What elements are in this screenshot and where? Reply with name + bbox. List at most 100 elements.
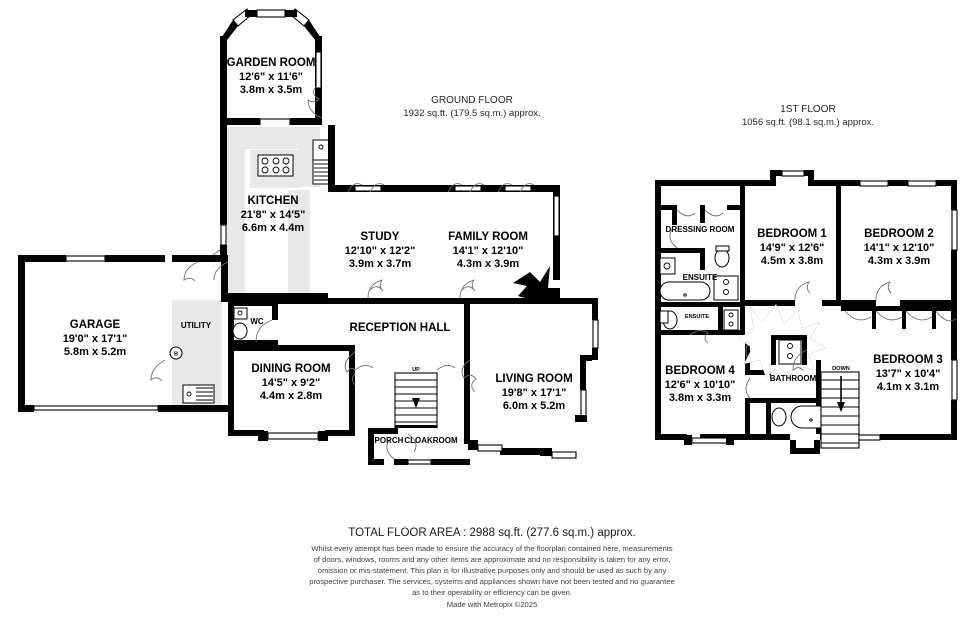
- wall-garden-base-r: [290, 118, 322, 127]
- wall-bed2-bottom-l: [836, 300, 876, 306]
- wall-wc-left: [228, 300, 234, 346]
- bedroom3-dim-metric: 4.1m x 3.1m: [877, 381, 940, 393]
- wall-garage-bottom-l: [18, 405, 34, 412]
- wall-utility-right: [221, 262, 228, 302]
- toilet-icon-wc: [232, 322, 248, 340]
- garage-label: GARAGE: [70, 319, 121, 331]
- wall-dressing-top-r: [727, 205, 745, 210]
- stairs-down-treads: [821, 379, 859, 444]
- wall-kitchen-left-upper: [220, 125, 227, 225]
- wall-ff-top-m: [808, 180, 860, 186]
- disclaimer-line-5: as to their operability or efficiency ca…: [412, 588, 572, 597]
- bathroom-label: BATHROOM: [770, 374, 817, 383]
- wall-porch-bottom-l: [368, 459, 384, 465]
- wall-ff-stairwell-l: [790, 440, 796, 454]
- window-ff-bay-top: [781, 170, 805, 177]
- kitchen-dim-imperial: 21'8" x 14'5": [241, 209, 306, 221]
- washing-machine-dial: [186, 391, 192, 397]
- wall-living-bottom-mid: [500, 448, 540, 455]
- basin-icon-ensuite: [659, 257, 676, 275]
- wall-dressing-div-l: [672, 205, 677, 225]
- window-family-top-r: [504, 185, 532, 192]
- total-floor-area-label: TOTAL FLOOR AREA : 2988 sq.ft. (277.6 sq…: [348, 527, 635, 539]
- window-living-right-2: [580, 389, 587, 419]
- window-reveal-study: [347, 183, 385, 193]
- garage-door: [33, 405, 159, 411]
- shower-icon-bathroom: [778, 339, 802, 365]
- wall-ensuite2-right: [740, 307, 745, 335]
- wall-bed3-wardrobe-2: [902, 311, 906, 329]
- wall-living-top: [464, 298, 598, 304]
- wall-ff-bay-nib-bl: [684, 435, 692, 445]
- bedroom1-dim-metric: 4.5m x 3.8m: [761, 255, 824, 267]
- wall-porch-top: [368, 428, 398, 434]
- ground-floor-title: GROUND FLOOR: [431, 95, 513, 106]
- wall-ff-right-upper: [951, 180, 957, 210]
- wall-dining-top: [228, 345, 355, 351]
- window-study-top: [354, 185, 382, 192]
- bedroom2-dim-metric: 4.3m x 3.9m: [868, 255, 931, 267]
- shower-drain-ensuite: [723, 289, 729, 295]
- garage-dim-imperial: 19'0" x 17'1": [63, 333, 128, 345]
- utility-label: UTILITY: [181, 321, 212, 330]
- wall-ff-bay-nib-l: [770, 170, 782, 176]
- garden-room-floor: [220, 16, 322, 125]
- door-swing-garden: [307, 86, 323, 119]
- door-swing-family: [459, 279, 476, 299]
- wall-garden-ne-angle: [304, 20, 322, 40]
- bedroom2-label: BEDROOM 2: [864, 228, 934, 240]
- room-garage: GARAGE 19'0" x 17'1" 5.8m x 5.2m: [18, 255, 172, 412]
- wall-ff-bay-left: [770, 170, 776, 186]
- wall-garden-top-nib-l: [245, 10, 257, 17]
- wall-ensuite-bottom: [655, 302, 745, 307]
- cistern-ensuite: [715, 245, 730, 252]
- bedroom3-label: BEDROOM 3: [873, 354, 943, 366]
- dining-dim-imperial: 14'5" x 9'2": [262, 377, 320, 389]
- stairs-down-body: [820, 371, 860, 449]
- washing-machine-lines: [196, 387, 213, 401]
- door-swing-ensuite2: [689, 330, 709, 344]
- wall-garage-top-l: [18, 255, 66, 262]
- wall-ff-top-nib: [888, 180, 908, 186]
- wall-ensuite2-bottom: [655, 330, 745, 335]
- hob-burner-2: [272, 157, 280, 165]
- boiler-icon: [169, 346, 183, 360]
- door-swing-porch: [386, 433, 417, 460]
- door-swing-utility-top: [183, 261, 199, 282]
- wall-ff-bay-nib-br: [726, 435, 734, 445]
- door-swing-dressing: [669, 227, 678, 249]
- bedroom3-dim-imperial: 13'7" x 10'4": [876, 368, 941, 380]
- window-dining-bay: [267, 432, 319, 440]
- wall-hall-top: [228, 298, 478, 304]
- shower-icon-ensuite: [713, 275, 739, 301]
- garden-room-dim-imperial: 12'6" x 11'6": [239, 71, 303, 83]
- porch-door: [407, 459, 432, 465]
- garden-room-label: GARDEN ROOM: [227, 57, 316, 69]
- room-utility: B UTILITY: [165, 255, 229, 412]
- family-room-dim-metric: 4.3m x 3.9m: [457, 258, 520, 270]
- basin-icon-ensuite2: [659, 310, 669, 324]
- shower-head-bathroom: [787, 343, 793, 349]
- wall-bath-right: [816, 360, 821, 434]
- ensuite-main-label: ENSUITE: [683, 273, 718, 282]
- stairs-arrow-up: [412, 398, 420, 408]
- garage-dim-metric: 5.8m x 5.2m: [64, 346, 127, 358]
- window-ff-right-1: [951, 209, 958, 251]
- cloakroom-label: CLOAKROOM: [404, 436, 458, 445]
- wall-ff-bottom-r: [880, 434, 957, 440]
- ensuite-small-label: ENSUITE: [685, 314, 710, 320]
- wall-utility-top: [172, 255, 228, 262]
- window-garden-base: [259, 118, 291, 127]
- wardrobe-doors-dressing: [676, 209, 724, 217]
- kitchen-units-left: [227, 127, 245, 297]
- hob-burner-4: [261, 166, 269, 174]
- window-ff-top-2: [907, 180, 937, 187]
- wall-ff-bottom-l: [700, 434, 790, 440]
- room-study: STUDY 12'10" x 12'2" 3.9m x 3.7m: [328, 183, 432, 305]
- window-living-right-1: [592, 319, 599, 349]
- living-dim-metric: 6.0m x 5.2m: [503, 400, 566, 412]
- garden-room-dim-metric: 3.8m x 3.5m: [240, 84, 303, 96]
- door-swing-bathroom: [792, 349, 808, 372]
- room-porch-cloakroom: PORCH CLOAKROOM: [368, 428, 470, 465]
- wall-living-right-upper: [592, 304, 598, 320]
